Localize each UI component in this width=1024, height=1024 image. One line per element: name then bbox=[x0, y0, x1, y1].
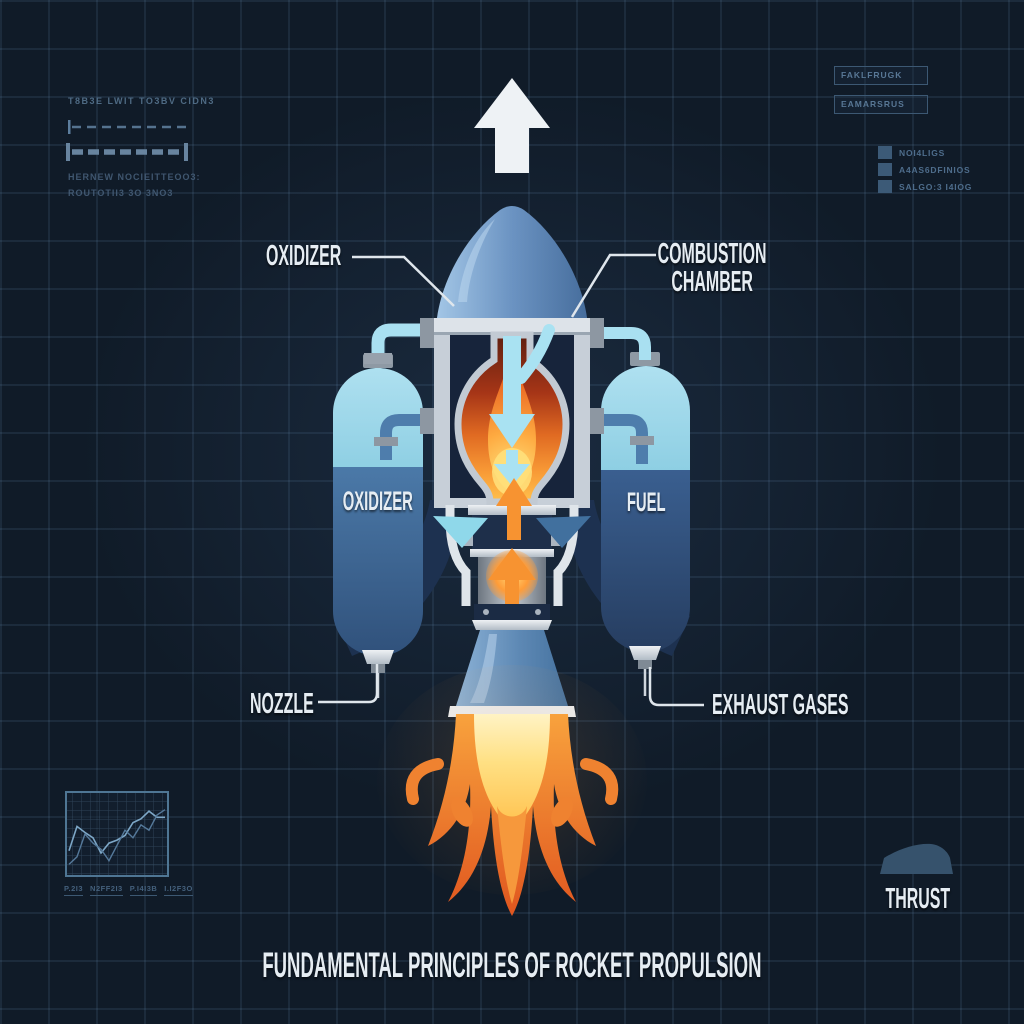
top-right-box-1: FAKLFRUGK bbox=[834, 66, 928, 85]
axis-label: N2FF2I3 bbox=[90, 884, 123, 896]
oxidizer-tank-text: OXIDIZER bbox=[342, 486, 414, 516]
legend-label: NOI4LIGS bbox=[899, 147, 946, 158]
oxidizer-flow-triangle-icon bbox=[433, 516, 488, 548]
combustion-line2-text: CHAMBER bbox=[671, 266, 753, 298]
poster-title: FUNDAMENTAL PRINCIPLES OF ROCKET PROPULS… bbox=[0, 946, 1024, 986]
legend-swatch-icon bbox=[878, 146, 892, 159]
fuel-flow-triangle-icon bbox=[536, 516, 591, 548]
axis-label: P.2I3 bbox=[64, 884, 84, 896]
axis-label: P.I4I3B bbox=[129, 884, 158, 896]
legend-swatch-icon bbox=[878, 180, 892, 193]
dimension-lines-decoration bbox=[66, 120, 192, 161]
thrust-label: THRUST bbox=[848, 883, 988, 916]
fuel-tank bbox=[601, 352, 690, 696]
fuel-tank-label: FUEL bbox=[576, 487, 716, 518]
legend-label: A4AS6DFINIOS bbox=[899, 164, 971, 175]
propellant-flow-arrow-icon bbox=[489, 324, 555, 486]
fuel-tank-text: FUEL bbox=[626, 487, 666, 517]
top-right-box-2: EAMARSRUS bbox=[834, 95, 928, 114]
oxidizer-feed-pipe bbox=[364, 318, 436, 364]
chart-trace-1 bbox=[68, 810, 165, 855]
chart-trace-2 bbox=[68, 809, 166, 865]
legend-item: NOI4LIGS bbox=[878, 146, 945, 159]
thrust-wedge-icon bbox=[880, 843, 953, 874]
oxidizer-tank bbox=[333, 354, 423, 698]
exhaust-gases-callout-label: EXHAUST GASES bbox=[712, 689, 960, 722]
nose-cone bbox=[436, 206, 588, 332]
oxidizer-callout-text: OXIDIZER bbox=[266, 240, 342, 272]
nozzle-callout-text: NOZZLE bbox=[250, 688, 314, 720]
legend-item: SALGO:3 I4IOG bbox=[878, 180, 972, 193]
oxidizer-return-pipe bbox=[374, 408, 436, 460]
oxidizer-callout-label: OXIDIZER bbox=[266, 240, 403, 273]
legend-item: A4AS6DFINIOS bbox=[878, 163, 970, 176]
callout-leader-lines bbox=[318, 253, 704, 707]
combustion-flow-arrow-icon bbox=[488, 548, 536, 608]
poster-title-text: FUNDAMENTAL PRINCIPLES OF ROCKET PROPULS… bbox=[262, 946, 762, 985]
top-left-heading-text: T8B3E LWIT TO3BV CIDN3 bbox=[68, 96, 215, 106]
legend-swatch-icon bbox=[878, 163, 892, 176]
fuel-feed-pipe bbox=[588, 318, 651, 360]
combustion-line1-text: COMBUSTION bbox=[657, 238, 767, 270]
nozzle-callout-label: NOZZLE bbox=[250, 688, 366, 721]
thrust-text: THRUST bbox=[885, 883, 951, 915]
combustion-flow-arrow-icon bbox=[496, 478, 532, 540]
mini-line-chart bbox=[65, 791, 169, 877]
axis-label: I.I2F3O bbox=[164, 884, 193, 896]
turbopump-throat-assembly bbox=[445, 478, 579, 630]
exhaust-flame bbox=[377, 665, 647, 916]
combustion-chamber-callout-label: COMBUSTION CHAMBER bbox=[612, 238, 812, 298]
legend-label: SALGO:3 I4IOG bbox=[899, 181, 973, 192]
top-left-caption-line2: ROUTOTII3 3O 3NO3 bbox=[68, 188, 174, 198]
exhaust-gases-text: EXHAUST GASES bbox=[712, 689, 849, 721]
top-left-caption-line1: HERNEW NOCIEITTEOO3: bbox=[68, 172, 201, 182]
mini-chart-axis-labels: P.2I3 N2FF2I3 P.I4I3B I.I2F3O bbox=[64, 884, 193, 896]
thrust-direction-arrow-icon bbox=[474, 78, 550, 173]
oxidizer-tank-label: OXIDIZER bbox=[308, 486, 448, 517]
fuel-return-pipe bbox=[588, 408, 654, 464]
